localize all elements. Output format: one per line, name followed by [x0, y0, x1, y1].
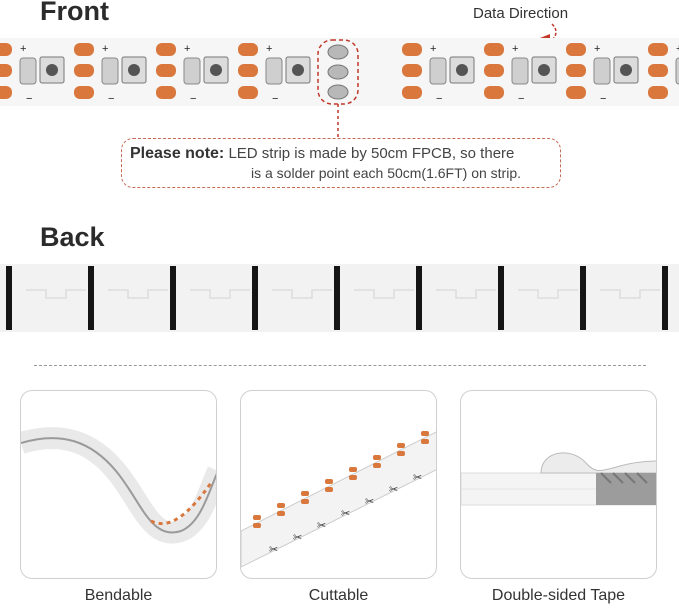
- solder-highlight: [317, 39, 359, 105]
- scissors-icon: ✂: [293, 532, 302, 544]
- scissors-icon: ✂: [269, 544, 278, 556]
- cuttable-strip-icon: ✂✂✂✂✂✂✂✂: [241, 431, 436, 568]
- cut-pad: [325, 479, 333, 484]
- plus-label: +: [430, 43, 436, 55]
- back-trace: [26, 289, 86, 299]
- cut-pad: [253, 523, 261, 528]
- plus-label: +: [266, 43, 272, 55]
- tape-label: Double-sided Tape: [491, 587, 626, 604]
- minus-label: −: [108, 93, 114, 105]
- back-title: Back: [40, 222, 105, 252]
- solder-point-icon: [327, 44, 349, 100]
- scissors-icon: ✂: [365, 496, 374, 508]
- minus-label: −: [518, 93, 524, 105]
- minus-label: −: [272, 93, 278, 105]
- led-unit: +−: [648, 43, 679, 99]
- back-trace: [518, 289, 578, 299]
- tape-strip-icon: [461, 452, 656, 506]
- back-trace: [354, 289, 414, 299]
- back-divider: [580, 266, 586, 330]
- cut-pad: [373, 455, 381, 460]
- front-title: Front: [40, 0, 109, 26]
- scissors-icon: ✂: [413, 472, 422, 484]
- back-trace: [272, 289, 332, 299]
- plus-label: +: [512, 43, 518, 55]
- back-divider: [88, 266, 94, 330]
- back-divider: [498, 266, 504, 330]
- data-direction-label: Data Direction: [473, 5, 569, 22]
- back-divider: [334, 266, 340, 330]
- plus-label: +: [20, 43, 26, 55]
- scissors-icon: ✂: [389, 484, 398, 496]
- back-divider: [416, 266, 422, 330]
- led-unit: +−: [0, 43, 65, 105]
- note-label: Please note:: [130, 145, 225, 162]
- minus-label: −: [600, 93, 606, 105]
- cut-pad: [421, 439, 429, 444]
- back-trace: [108, 289, 168, 299]
- cut-pad: [349, 467, 357, 472]
- tape-panel: [460, 390, 657, 579]
- front-strip-illustration: +−+−+−+−+−+−+−+−: [0, 23, 679, 138]
- cut-pad: [397, 451, 405, 456]
- led-unit: +−: [402, 43, 475, 105]
- cut-pad: [277, 503, 285, 508]
- note-text-2: is a solder point each 50cm(1.6FT) on st…: [251, 165, 522, 181]
- note-line1: Please note: LED strip is made by 50cm F…: [130, 145, 514, 163]
- led-unit: +−: [484, 43, 557, 105]
- minus-label: −: [26, 93, 32, 105]
- note-box: [121, 138, 561, 188]
- back-divider: [662, 266, 668, 330]
- minus-label: −: [190, 93, 196, 105]
- cut-pad: [253, 515, 261, 520]
- cut-pad: [301, 499, 309, 504]
- led-unit: +−: [238, 43, 311, 105]
- scissors-icon: ✂: [317, 520, 326, 532]
- minus-label: −: [436, 93, 442, 105]
- bendable-strip-icon: [21, 427, 216, 544]
- cut-pad: [325, 487, 333, 492]
- cut-pad: [421, 431, 429, 436]
- back-trace: [600, 289, 660, 299]
- cut-pad: [373, 463, 381, 468]
- led-unit: +−: [156, 43, 229, 105]
- back-divider: [6, 266, 12, 330]
- plus-label: +: [594, 43, 600, 55]
- plus-label: +: [102, 43, 108, 55]
- led-unit: +−: [566, 43, 639, 105]
- cut-pad: [397, 443, 405, 448]
- back-strip-illustration: [0, 264, 679, 332]
- bendable-label: Bendable: [84, 587, 153, 604]
- plus-label: +: [676, 43, 679, 55]
- back-trace: [190, 289, 250, 299]
- led-unit: +−: [74, 43, 147, 105]
- cuttable-label: Cuttable: [308, 587, 369, 604]
- back-divider: [170, 266, 176, 330]
- scissors-icon: ✂: [341, 508, 350, 520]
- separator: [34, 365, 646, 366]
- cut-pad: [277, 511, 285, 516]
- cut-pad: [349, 475, 357, 480]
- plus-label: +: [184, 43, 190, 55]
- note-text-1: LED strip is made by 50cm FPCB, so there: [228, 145, 515, 162]
- cut-pad: [301, 491, 309, 496]
- back-trace: [436, 289, 496, 299]
- bendable-panel: [20, 390, 217, 579]
- cuttable-panel: ✂✂✂✂✂✂✂✂: [240, 390, 437, 579]
- back-divider: [252, 266, 258, 330]
- data-direction-arrow-icon: [551, 23, 557, 41]
